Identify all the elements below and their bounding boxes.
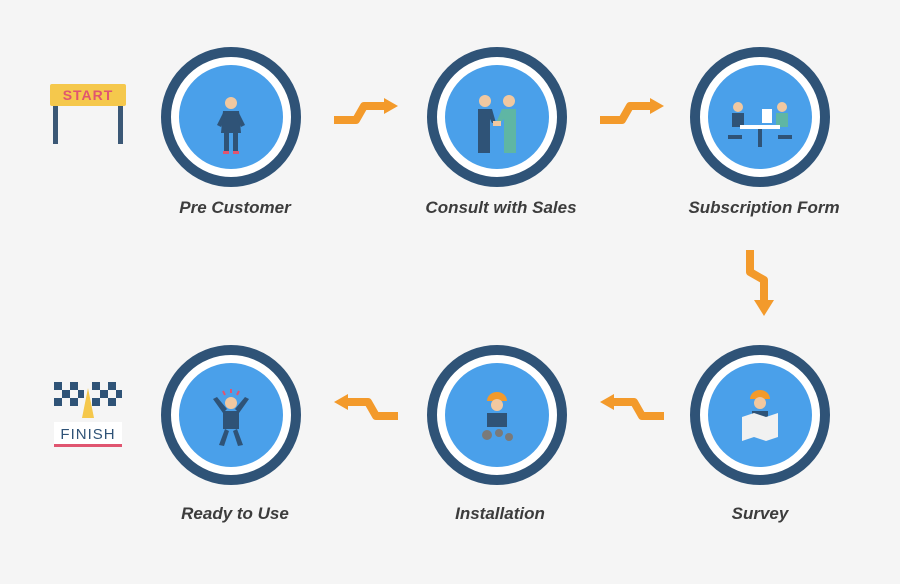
arrow-down-icon bbox=[742, 248, 778, 323]
step-label: Installation bbox=[455, 504, 545, 523]
arrow-left-icon bbox=[596, 392, 666, 431]
standing-businessman-icon bbox=[217, 97, 245, 154]
arrow-right-icon bbox=[598, 96, 668, 135]
step-circle-consult-with-sales bbox=[427, 47, 567, 187]
step-circle-installation bbox=[427, 345, 567, 485]
surveyor-with-map-icon bbox=[742, 390, 778, 441]
handshake-icon bbox=[478, 95, 516, 153]
step-circle-ready-to-use bbox=[161, 345, 301, 485]
step-circle-subscription-form bbox=[690, 47, 830, 187]
step-circle-pre-customer bbox=[161, 47, 301, 187]
step-label: Subscription Form bbox=[688, 198, 840, 217]
finish-banner: FINISH bbox=[48, 378, 128, 452]
step-circle-survey bbox=[690, 345, 830, 485]
arrow-left-icon bbox=[330, 392, 400, 431]
step-label: Survey bbox=[731, 504, 789, 523]
checkered-flags-icon bbox=[54, 382, 122, 447]
step-label: Pre Customer bbox=[179, 198, 291, 217]
step-label: Consult with Sales bbox=[425, 198, 577, 217]
start-label: START bbox=[62, 87, 114, 103]
engineer-with-gears-icon bbox=[482, 392, 513, 441]
finish-label: FINISH bbox=[60, 426, 116, 443]
jumping-happy-person-icon bbox=[213, 389, 249, 446]
arrow-right-icon bbox=[332, 96, 402, 135]
step-label: Ready to Use bbox=[181, 504, 289, 523]
meeting-table-icon bbox=[728, 102, 792, 147]
start-banner: START bbox=[50, 82, 128, 144]
